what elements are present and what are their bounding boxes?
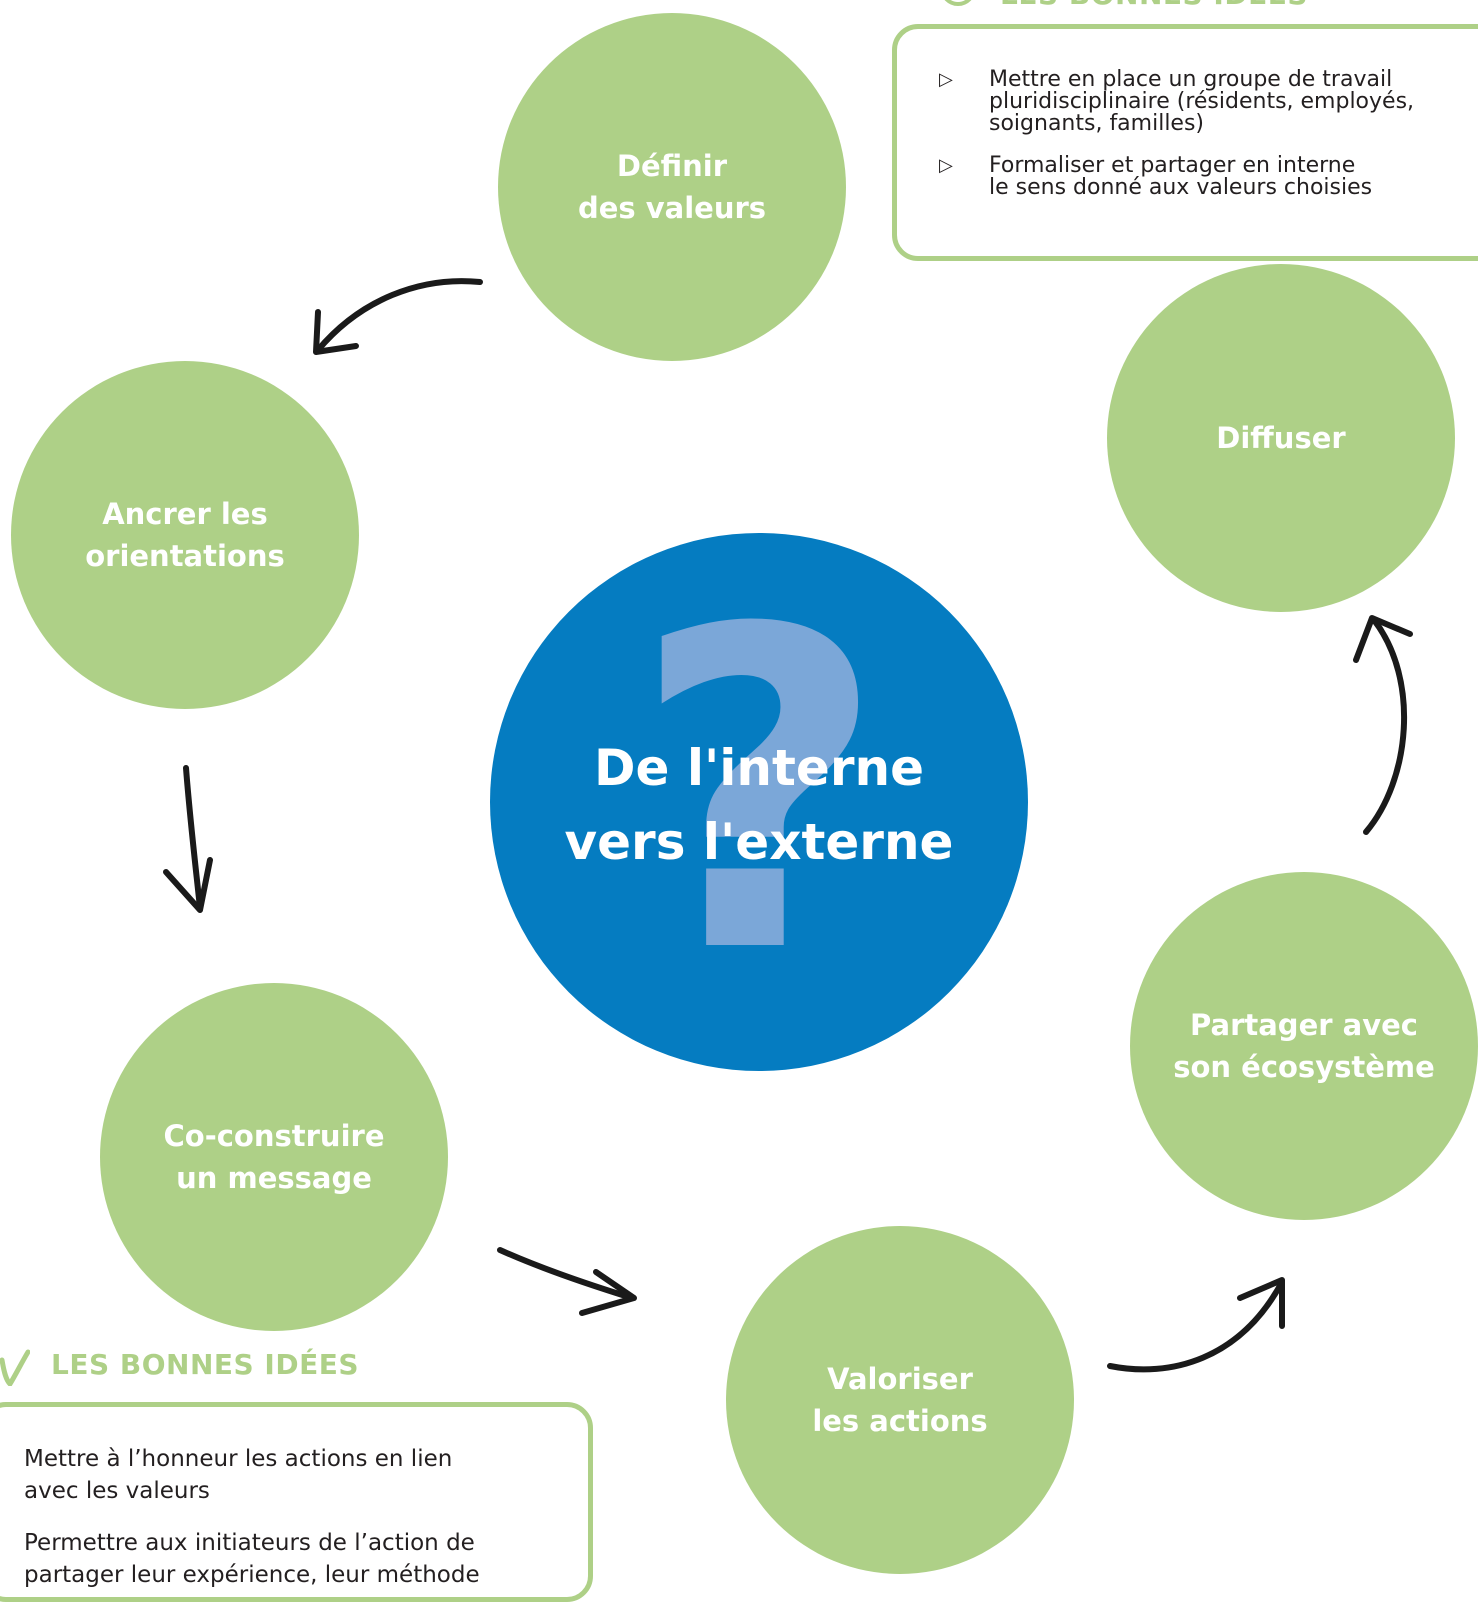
ideas-top-title: LES BONNES IDÉES [1000, 0, 1400, 8]
step-partager-ecosysteme: Partager avec son écosystème [1130, 872, 1478, 1220]
arrow-coconstruire-valoriser [497, 1247, 635, 1301]
ideas-bottom-check-icon [0, 1349, 30, 1386]
arrow-head-valoriser-partager [1237, 1277, 1285, 1329]
ideas-bottom-box: Mettre à l’honneur les actions en lien a… [0, 1402, 593, 1602]
ideas-bottom-item: Mettre à l’honneur les actions en lien a… [24, 1446, 453, 1504]
arrow-partager-diffuser [1363, 617, 1408, 835]
step-label: Ancrer les orientations [85, 497, 285, 573]
arrow-head-partager-diffuser [1353, 615, 1413, 663]
step-ancrer-orientations: Ancrer les orientations [11, 361, 359, 709]
center-title: De l'interne vers l'externe [564, 739, 954, 871]
step-label: Définir des valeurs [577, 149, 767, 225]
arrow-head-definir-ancrer [313, 309, 359, 355]
question-mark-icon: ? [631, 537, 887, 1049]
arrow-ancrer-coconstruire [183, 765, 203, 911]
ideas-bottom-item: Permettre aux initiateurs de l’action de… [24, 1530, 480, 1588]
bullet-icon: ▷ [939, 155, 953, 176]
ideas-top-item: ▷Mettre en place un groupe de travail pl… [939, 67, 1415, 136]
step-diffuser: Diffuser [1107, 264, 1455, 612]
step-label: Partager avec son écosystème [1173, 1008, 1435, 1084]
arrow-head-ancrer-coconstruire [163, 857, 213, 913]
arrow-valoriser-partager [1107, 1279, 1285, 1373]
ideas-top-item: ▷Formaliser et partager en interne le se… [939, 153, 1373, 200]
step-co-construire-message: Co-construire un message [100, 983, 448, 1331]
step-label: Valoriser les actions [812, 1362, 988, 1438]
ideas-bottom-title: LES BONNES IDÉES [51, 1348, 360, 1381]
step-label: Diffuser [1216, 421, 1346, 455]
step-label: Co-construire un message [163, 1119, 385, 1195]
bullet-icon: ▷ [939, 69, 953, 90]
arrow-definir-ancrer [315, 278, 483, 353]
step-definir-valeurs: Définir des valeurs [498, 13, 846, 361]
center-circle: ? De l'interne vers l'externe [490, 533, 1028, 1071]
ideas-top-box: ▷Mettre en place un groupe de travail pl… [892, 24, 1478, 261]
arrow-head-coconstruire-valoriser [579, 1269, 637, 1316]
step-valoriser-actions: Valoriser les actions [726, 1226, 1074, 1574]
